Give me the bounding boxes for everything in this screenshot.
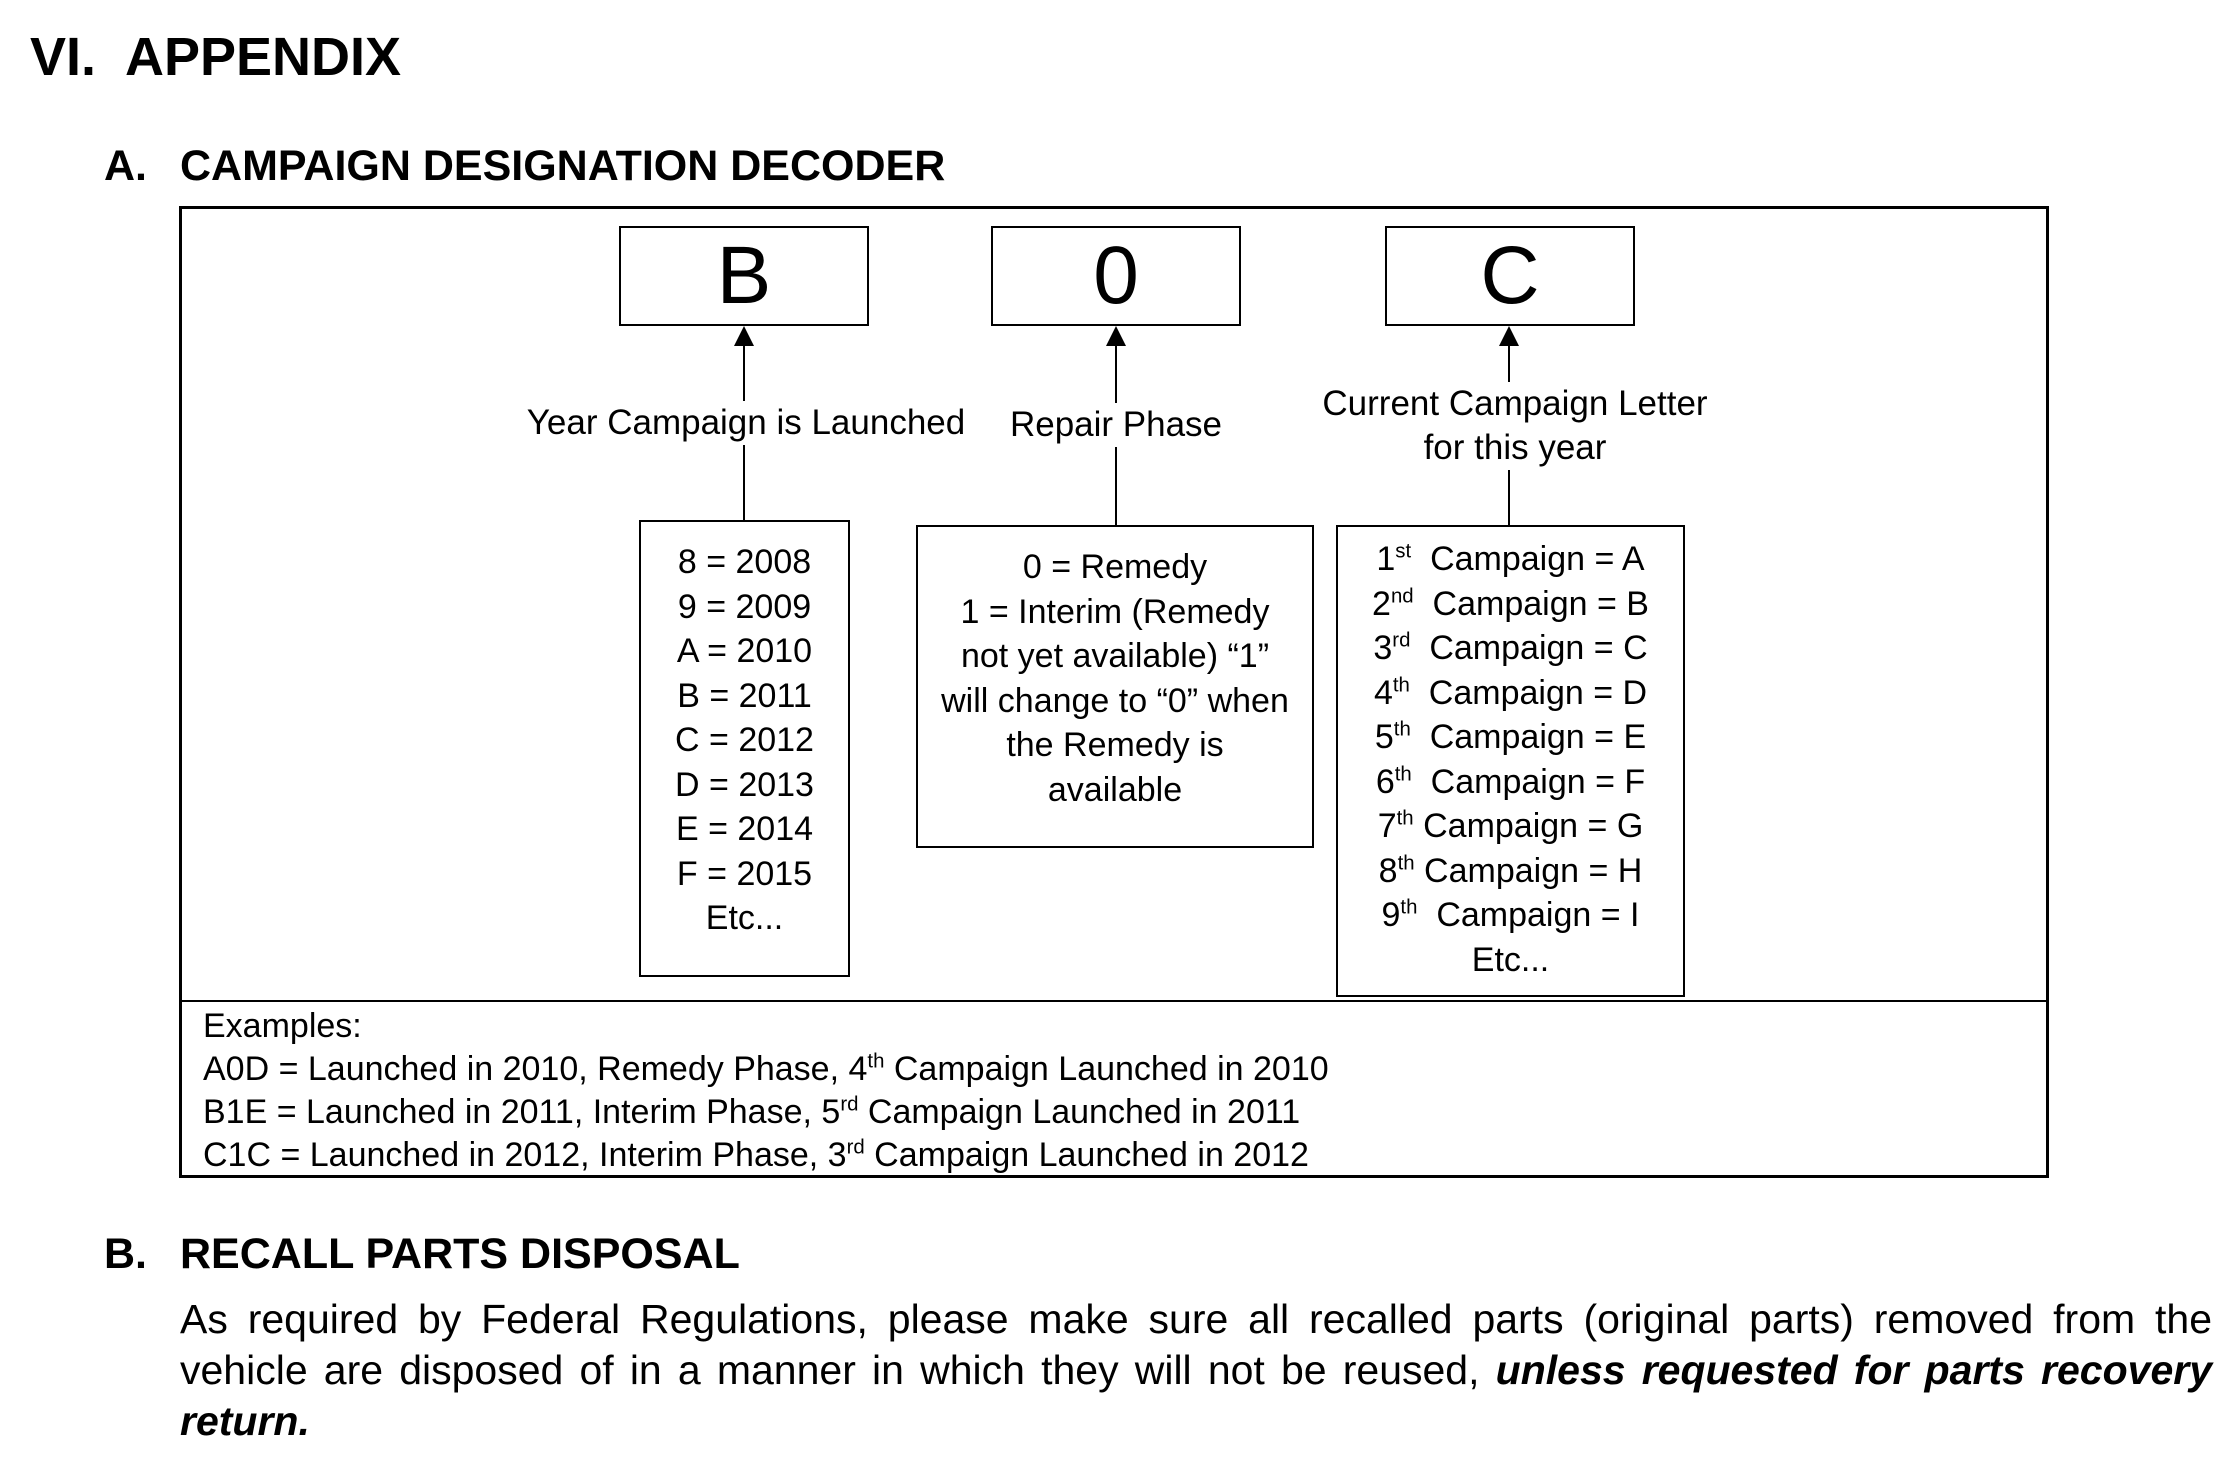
phase-row: will change to “0” when (941, 681, 1289, 720)
example-line: A0D = Launched in 2010, Remedy Phase, 4t… (203, 1050, 1329, 1088)
phase-row: 1 = Interim (Remedy (960, 592, 1270, 631)
code-box-letter: C (1385, 226, 1635, 326)
label-campaign-letter: Current Campaign Letter for this year (1297, 382, 1733, 470)
year-map-row: Etc... (705, 899, 784, 937)
label-campaign-letter-line2: for this year (1423, 428, 1607, 467)
phase-row: available (1047, 770, 1183, 809)
examples-heading: Examples: (203, 1007, 362, 1045)
phase-row: not yet available) “1” (960, 637, 1270, 675)
year-map-row: C = 2012 (675, 721, 814, 759)
phase-row: the Remedy is (1006, 726, 1224, 764)
recall-disposal-body: As required by Federal Regulations, plea… (180, 1296, 2212, 1393)
label-campaign-letter-line1: Current Campaign Letter (1322, 384, 1708, 423)
section-vi-number: VI. (30, 27, 97, 87)
year-map-row: E = 2014 (675, 810, 814, 848)
section-a-heading: A. CAMPAIGN DESIGNATION DECODER (104, 142, 946, 191)
year-map-box: 8 = 2008 9 = 2009 A = 2010 B = 2011 C = … (639, 520, 850, 977)
campaign-map-row: 9th Campaign = I (1381, 896, 1640, 934)
section-vi-heading: VI. APPENDIX (30, 26, 401, 88)
campaign-map-row: 7th Campaign = G (1377, 807, 1644, 845)
label-repair-phase: Repair Phase (996, 403, 1236, 447)
section-b-title: RECALL PARTS DISPOSAL (180, 1230, 740, 1278)
section-vi-title: APPENDIX (125, 27, 402, 87)
year-arrowhead (734, 326, 754, 346)
recall-disposal-paragraph: As required by Federal Regulations, plea… (180, 1294, 2212, 1447)
examples-block: Examples: A0D = Launched in 2010, Remedy… (203, 1005, 1329, 1177)
phase-box: 0 = Remedy 1 = Interim (Remedy not yet a… (916, 525, 1314, 848)
campaign-map-row: 8th Campaign = H (1378, 851, 1643, 890)
campaign-map-etc: Etc... (1471, 940, 1550, 979)
decoder-divider (181, 1000, 2047, 1002)
label-year-campaign: Year Campaign is Launched (503, 401, 989, 445)
year-map-row: B = 2011 (677, 676, 812, 715)
example-line: B1E = Launched in 2011, Interim Phase, 5… (203, 1093, 1301, 1131)
campaign-map-row: 1st Campaign = A (1376, 540, 1645, 578)
section-a-title: CAMPAIGN DESIGNATION DECODER (180, 142, 946, 190)
campaign-letter-box: 1st Campaign = A 2nd Campaign = B 3rd Ca… (1336, 525, 1685, 997)
section-b-number: B. (104, 1230, 147, 1278)
letter-arrowhead (1499, 326, 1519, 346)
code-box-year: B (619, 226, 869, 326)
campaign-map-row: 5th Campaign = E (1374, 718, 1647, 756)
example-line: C1C = Launched in 2012, Interim Phase, 3… (203, 1136, 1309, 1174)
year-map-row: 8 = 2008 (677, 543, 812, 581)
section-b-heading: B. RECALL PARTS DISPOSAL (104, 1230, 740, 1279)
code-box-phase: 0 (991, 226, 1241, 326)
year-map-row: A = 2010 (676, 632, 813, 670)
year-map-row: F = 2015 (676, 854, 813, 893)
phase-arrowhead (1106, 326, 1126, 346)
campaign-map-row: 4th Campaign = D (1373, 673, 1648, 712)
decoder-frame (179, 206, 2049, 1178)
year-map-row: D = 2013 (675, 765, 814, 804)
phase-row: 0 = Remedy (1022, 548, 1208, 586)
year-map-row: 9 = 2009 (677, 587, 812, 626)
campaign-map-row: 6th Campaign = F (1375, 762, 1646, 801)
recall-disposal-emphasis: unless requested for parts recovery retu… (180, 1347, 2213, 1444)
campaign-map-row: 3rd Campaign = C (1373, 629, 1648, 667)
section-a-number: A. (104, 142, 147, 190)
campaign-map-row: 2nd Campaign = B (1372, 584, 1649, 623)
